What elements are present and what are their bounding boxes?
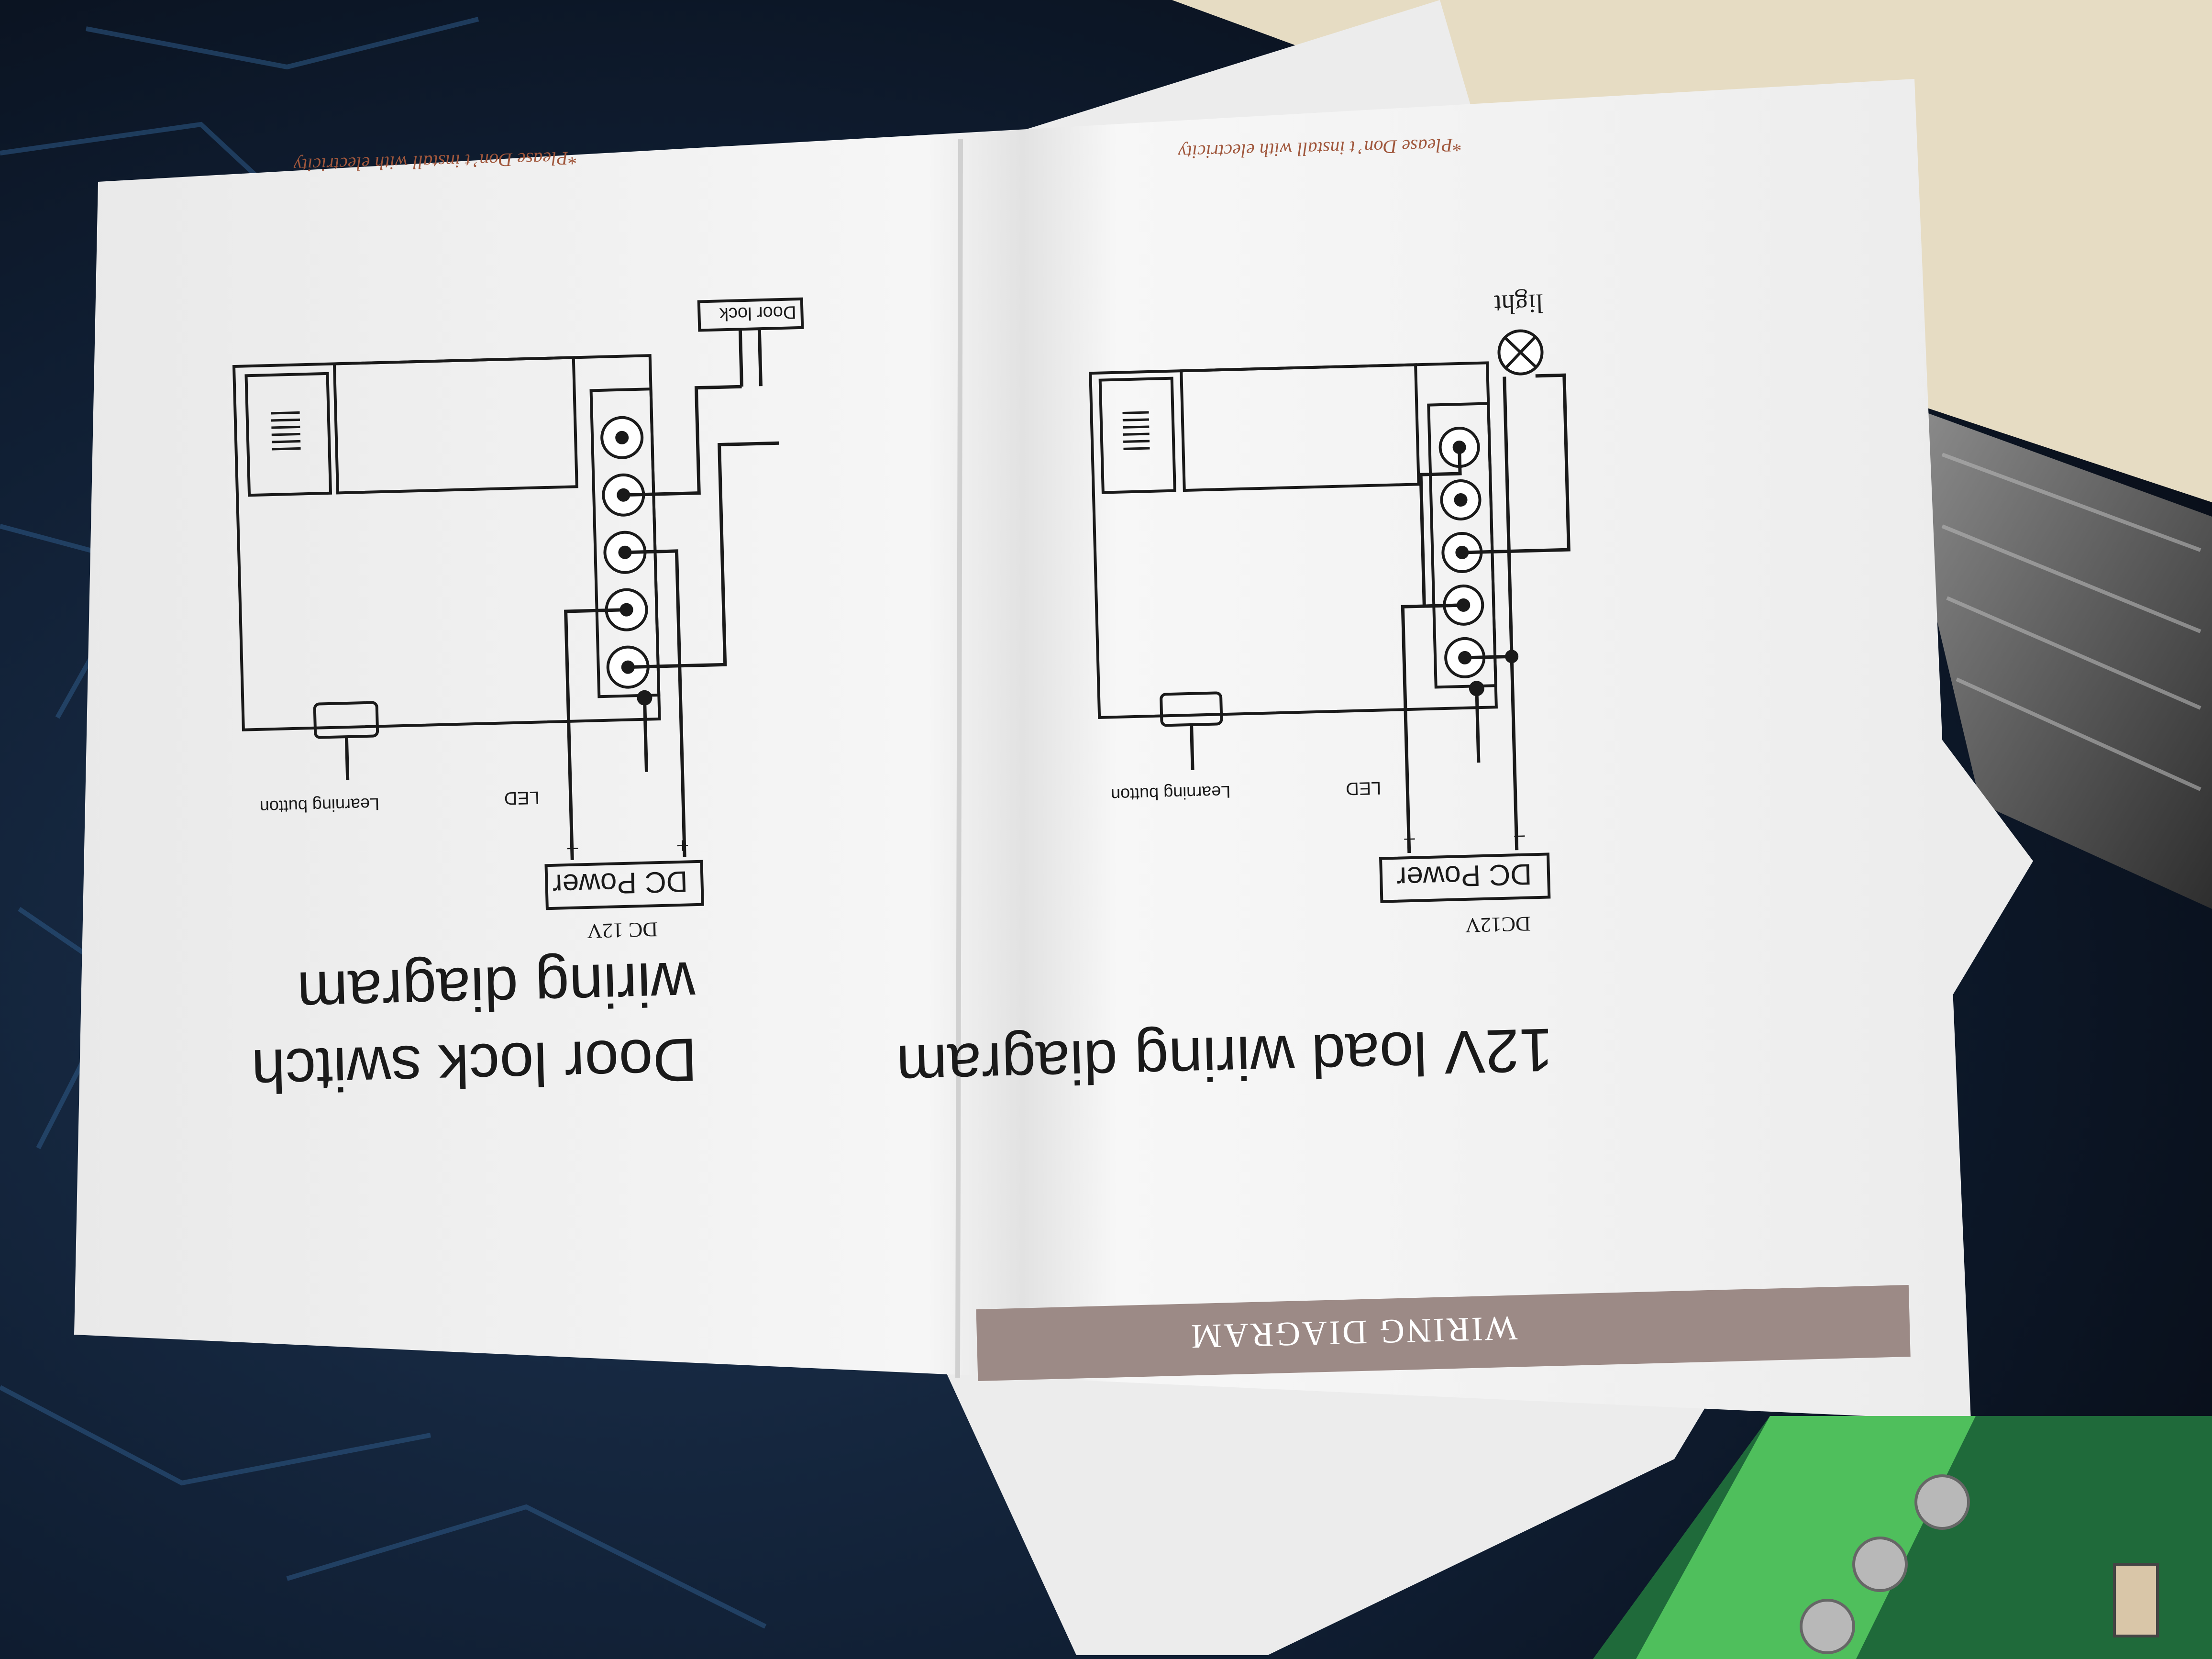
left-page: Door lock switch wiring diagram DC 12V D…: [232, 147, 804, 1106]
right-led-label: LED: [1346, 778, 1382, 799]
left-wire-minus: [564, 608, 627, 860]
right-relay-area: [1180, 363, 1420, 492]
left-wire-lock-b: [623, 385, 742, 497]
booklet: [74, 79, 1971, 1421]
left-antenna-coil-icon: [271, 411, 301, 451]
left-wire-lock-a: [628, 441, 779, 669]
left-title-line2: wiring diagram: [296, 949, 697, 1028]
left-terminal-strip: [589, 387, 661, 698]
right-band: [976, 1285, 1911, 1382]
left-led-label: LED: [504, 787, 540, 808]
right-band-label: WIRING DIAGRAM: [1189, 1309, 1518, 1356]
left-wire-plus: [625, 549, 686, 857]
terminal-screws: [1800, 1474, 1970, 1654]
wooden-block: [1923, 411, 2212, 909]
right-antenna-coil-icon: [1122, 411, 1150, 450]
right-dc-power-label: DC Power: [1396, 857, 1532, 894]
left-relay-area: [332, 356, 578, 495]
right-wire-light-b: [1462, 373, 1571, 554]
right-terminal-strip: [1427, 402, 1497, 689]
right-supply-label: DC12V: [1465, 912, 1531, 937]
left-door-lock-label: Door lock: [719, 302, 796, 324]
relay-button: [2113, 1563, 2159, 1637]
left-terminal-dots: [615, 431, 635, 674]
left-dc-power-box: [544, 860, 704, 910]
left-door-lock-box: [697, 297, 804, 332]
right-antenna-area: [1098, 376, 1176, 494]
right-light-label: light: [1493, 288, 1544, 319]
left-learning-label: Learning button: [259, 794, 379, 817]
right-wire-light-a: [1503, 376, 1514, 657]
right-wire-relay: [1419, 447, 1464, 608]
wood-grain: [1941, 453, 2201, 791]
left-supply-label: DC 12V: [586, 918, 658, 943]
right-dc-power-box: [1379, 852, 1551, 903]
left-antenna-area: [244, 372, 332, 497]
right-learning-label: Learning button: [1111, 782, 1231, 805]
left-dc-power-label: DC Power: [552, 865, 688, 901]
terminal-block: [1636, 1416, 1976, 1659]
booklet-fold: [955, 138, 963, 1378]
left-title-line1: Door lock switch: [251, 1025, 698, 1105]
